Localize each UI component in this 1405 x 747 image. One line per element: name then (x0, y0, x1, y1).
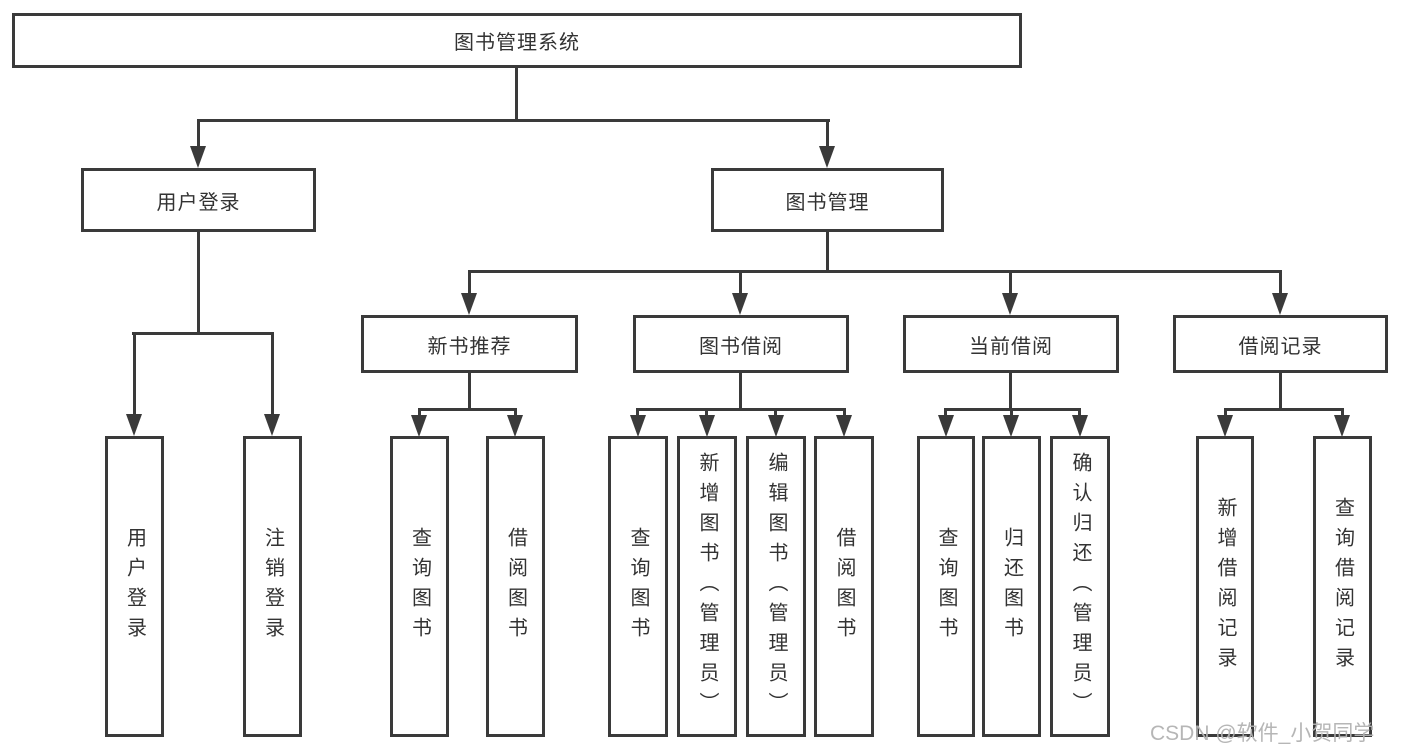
arrowhead-g4-2 (1003, 415, 1019, 437)
node-label: 借阅记录 (1238, 335, 1323, 358)
arrowhead-g5-1 (1217, 415, 1233, 437)
connector-book-borrow-branch (636, 408, 846, 411)
node-label: 用户登录 (156, 191, 241, 214)
leaf-logout: 注销登录 (243, 436, 302, 737)
connector-borrow-records-branch (1224, 408, 1343, 411)
connector-arrow-stem-g3-1 (636, 408, 639, 418)
leaf-label: 确认归还（管理员） (1069, 451, 1091, 722)
connector-arrow-stem-leaf-logout (271, 332, 274, 418)
arrowhead-borrow-records (1272, 293, 1288, 315)
node-current-borrowing: 当前借阅 (903, 315, 1119, 373)
connector-root-stem (515, 66, 518, 121)
leaf-label: 注销登录 (261, 526, 284, 647)
leaf-label: 新增借阅记录 (1214, 496, 1236, 677)
arrowhead-g3-2 (699, 415, 715, 437)
leaf-label: 查询图书 (627, 526, 649, 647)
leaf-confirm-return-admin: 确认归还（管理员） (1050, 436, 1110, 737)
leaf-label: 查询图书 (408, 526, 431, 647)
arrowhead-book-borrow (732, 293, 748, 315)
leaf-borrow-books-1: 借阅图书 (486, 436, 545, 737)
arrowhead-current-borrow (1002, 293, 1018, 315)
leaf-query-books-3: 查询图书 (917, 436, 975, 737)
arrowhead-g3-3 (768, 415, 784, 437)
connector-arrow-stem-g3-2 (705, 408, 708, 418)
connector-arrow-stem-borrow-records (1279, 270, 1282, 296)
connector-new-book-stem (468, 371, 471, 411)
connector-arrow-stem-g5-1 (1224, 408, 1227, 418)
node-library-management-system: 图书管理系统 (12, 13, 1022, 68)
node-book-management: 图书管理 (711, 168, 944, 232)
connector-arrow-stem-book-mgmt (826, 119, 829, 151)
leaf-query-books-2: 查询图书 (608, 436, 668, 737)
leaf-query-books-1: 查询图书 (390, 436, 449, 737)
node-label: 图书借阅 (699, 335, 783, 358)
leaf-label: 借阅图书 (504, 526, 527, 647)
leaf-label: 查询图书 (935, 526, 957, 647)
connector-borrow-records-stem (1279, 371, 1282, 411)
node-book-borrowing: 图书借阅 (633, 315, 849, 373)
node-label: 图书管理 (785, 191, 870, 214)
connector-arrow-stem-g4-3 (1078, 408, 1081, 418)
leaf-label: 归还图书 (1000, 526, 1023, 647)
connector-user-login-stem (197, 231, 200, 335)
connector-level3-branch (468, 270, 1282, 273)
connector-book-borrow-stem (739, 371, 742, 411)
arrowhead-new-book (461, 293, 477, 315)
leaf-borrow-books-2: 借阅图书 (814, 436, 874, 737)
connector-arrow-stem-g4-1 (944, 408, 947, 418)
leaf-label: 新增图书（管理员） (696, 451, 718, 722)
leaf-label: 查询借阅记录 (1331, 496, 1354, 677)
connector-arrow-stem-g2-2 (514, 408, 517, 418)
leaf-add-borrow-record: 新增借阅记录 (1196, 436, 1254, 737)
node-label: 当前借阅 (969, 335, 1053, 358)
arrowhead-book-mgmt (819, 146, 835, 168)
leaf-query-borrow-record: 查询借阅记录 (1313, 436, 1372, 737)
connector-arrow-stem-g4-2 (1010, 408, 1013, 418)
arrowhead-g3-4 (836, 415, 852, 437)
leaf-add-books-admin: 新增图书（管理员） (677, 436, 737, 737)
arrowhead-g5-2 (1334, 415, 1350, 437)
connector-arrow-stem-g5-2 (1341, 408, 1344, 418)
arrowhead-g2-1 (411, 415, 427, 437)
connector-arrow-stem-book-borrow (739, 270, 742, 296)
node-borrowing-records: 借阅记录 (1173, 315, 1388, 373)
node-label: 图书管理系统 (454, 32, 580, 54)
node-label: 新书推荐 (427, 335, 512, 358)
leaf-label: 用户登录 (123, 526, 146, 647)
connector-book-mgmt-stem (826, 231, 829, 273)
leaf-label: 编辑图书（管理员） (765, 451, 787, 722)
arrowhead-user-login (190, 146, 206, 168)
connector-current-borrow-stem (1009, 371, 1012, 411)
arrowhead-g3-1 (630, 415, 646, 437)
connector-new-book-branch (418, 408, 517, 411)
connector-user-login-branch (132, 332, 274, 335)
leaf-label: 借阅图书 (833, 526, 855, 647)
connector-arrow-stem-new-book (468, 270, 471, 296)
connector-arrow-stem-current-borrow (1009, 270, 1012, 296)
leaf-user-login: 用户登录 (105, 436, 164, 737)
connector-arrow-stem-g3-3 (774, 408, 777, 418)
arrowhead-leaf-login (126, 414, 142, 436)
connector-arrow-stem-user-login (197, 119, 200, 151)
connector-arrow-stem-leaf-login (133, 332, 136, 418)
arrowhead-g4-1 (938, 415, 954, 437)
connector-arrow-stem-g3-4 (843, 408, 846, 418)
arrowhead-leaf-logout (264, 414, 280, 436)
connector-arrow-stem-g2-1 (418, 408, 421, 418)
arrowhead-g4-3 (1072, 415, 1088, 437)
node-user-login: 用户登录 (81, 168, 316, 232)
leaf-return-books: 归还图书 (982, 436, 1041, 737)
leaf-edit-books-admin: 编辑图书（管理员） (746, 436, 806, 737)
arrowhead-g2-2 (507, 415, 523, 437)
node-new-book-recommendation: 新书推荐 (361, 315, 578, 373)
connector-level2-branch (197, 119, 830, 122)
